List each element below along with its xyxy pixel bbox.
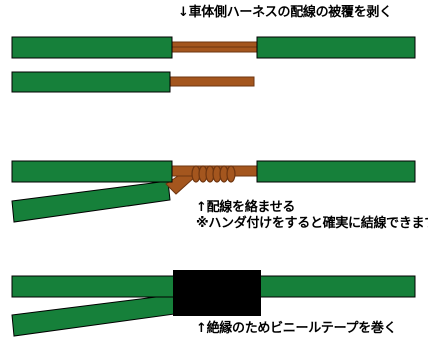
step-3-vinyl-tape-wrap [173,270,261,316]
step-2-twist-coil [191,165,236,183]
step-3-right-insulation [254,275,416,298]
step-3-taped-joint [11,270,416,337]
step-1-caption: ↓車体側ハーネスの配線の被覆を剥く [178,5,392,20]
step-2-branch-wire-insulation [11,180,171,223]
step-2-note: ※ハンダ付けをすると確実に結線できます [196,216,428,231]
step-3-caption: ↑絶縁のためビニールテープを巻く [196,321,397,336]
step-1b-exposed-copper [167,76,255,87]
step-2-caption: ↑配線を絡ませる [196,200,296,215]
step-1b-insulation [11,71,171,93]
step-2-twisted-wires [11,160,416,223]
step-2-right-insulation [256,160,416,183]
step-1-left-insulation [11,36,173,59]
step-3-left-insulation [11,275,183,298]
step-1-stripped-harness-wire [11,36,416,59]
step-2-left-insulation [11,160,173,183]
twist-loop [226,165,236,183]
step-3-branch-wire-insulation [11,293,183,337]
step-1-right-insulation [256,36,416,59]
step-1-stripped-end-wire [11,71,255,93]
